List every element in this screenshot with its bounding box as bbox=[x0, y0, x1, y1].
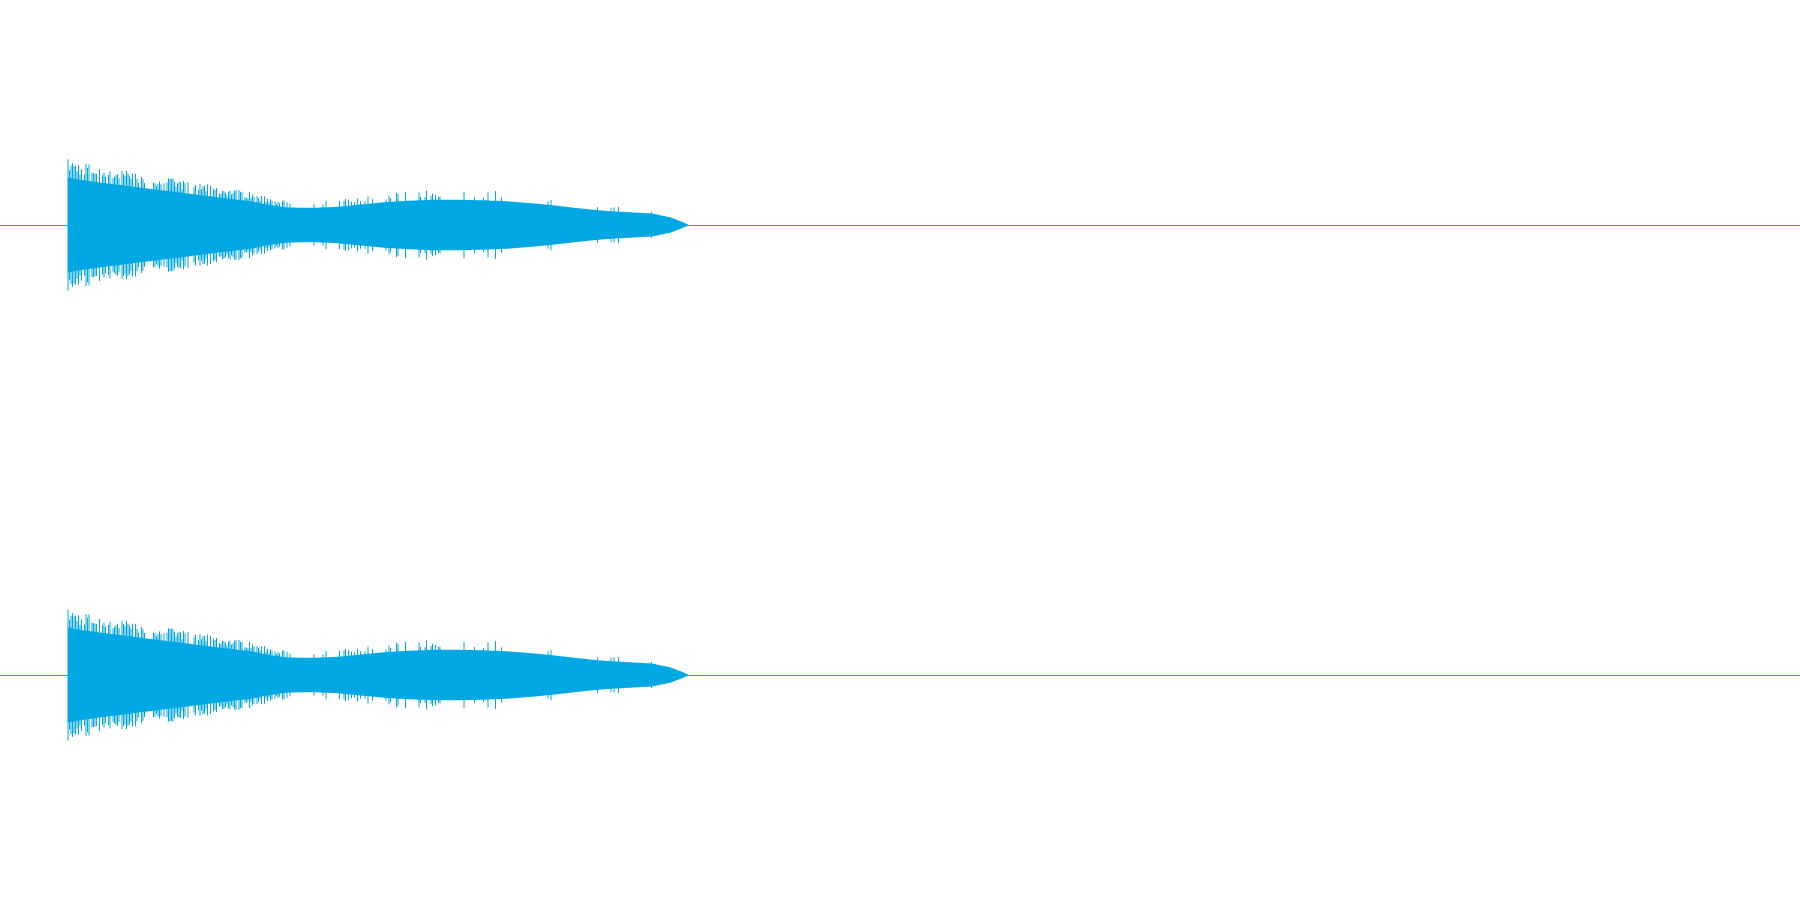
waveform-channel-top bbox=[0, 159, 1800, 291]
channel-bottom-waveform bbox=[68, 627, 689, 723]
channel-top-transients bbox=[67, 159, 652, 291]
channel-top-waveform bbox=[68, 177, 689, 273]
channel-bottom-transients bbox=[67, 609, 652, 741]
waveform-channel-bottom bbox=[0, 609, 1800, 741]
